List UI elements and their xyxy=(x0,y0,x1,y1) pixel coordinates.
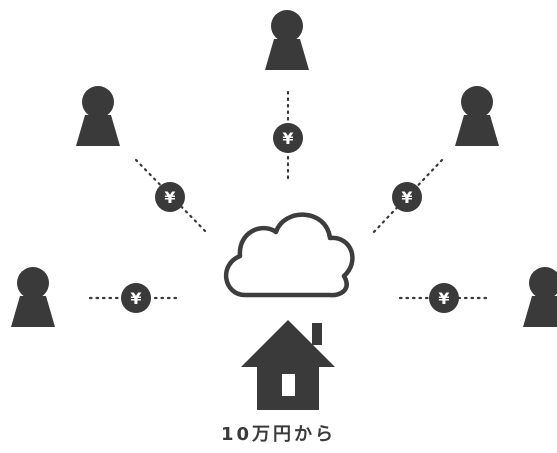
svg-text:¥: ¥ xyxy=(401,188,412,207)
yen-coin-icon: ¥ xyxy=(273,123,303,153)
svg-text:¥: ¥ xyxy=(130,289,141,308)
yen-coins: ¥ ¥ ¥ ¥ ¥ xyxy=(121,123,459,313)
svg-text:¥: ¥ xyxy=(164,188,175,207)
person-icon xyxy=(11,267,55,327)
caption-text: 10万円から xyxy=(220,424,337,445)
house-door xyxy=(282,374,295,396)
person-icon xyxy=(523,267,557,327)
person-icon xyxy=(455,86,499,146)
house-icon xyxy=(241,320,335,410)
svg-text:¥: ¥ xyxy=(438,289,449,308)
yen-coin-icon: ¥ xyxy=(121,283,151,313)
yen-coin-icon: ¥ xyxy=(155,182,185,212)
person-icon xyxy=(76,86,120,146)
person-icon xyxy=(265,10,309,70)
svg-text:¥: ¥ xyxy=(282,129,293,148)
yen-coin-icon: ¥ xyxy=(392,182,422,212)
connection-lines xyxy=(88,90,490,300)
yen-coin-icon: ¥ xyxy=(429,283,459,313)
investors xyxy=(11,10,557,327)
cloud-icon xyxy=(223,212,355,298)
